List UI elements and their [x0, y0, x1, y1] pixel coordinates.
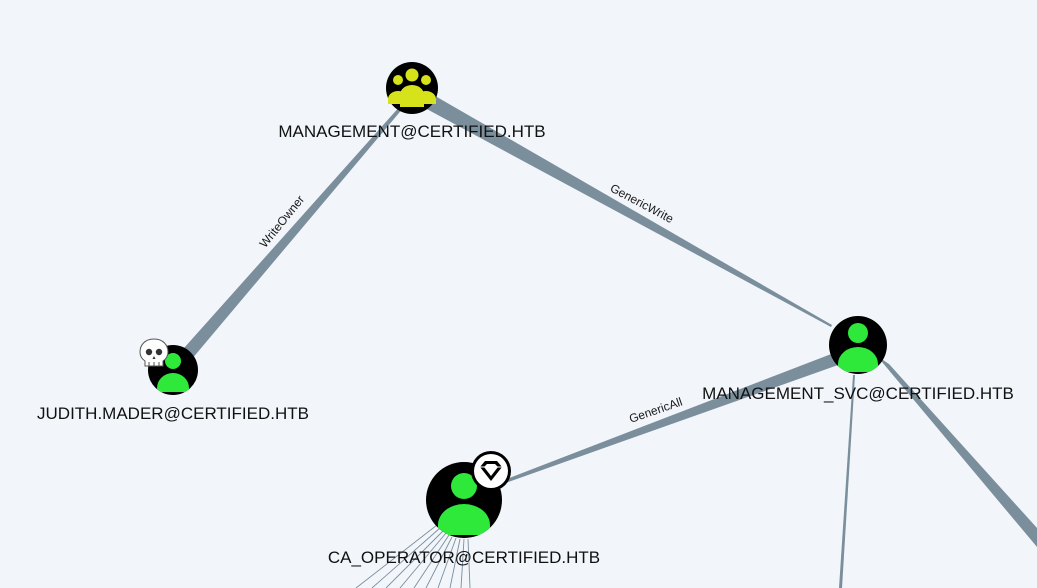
user-icon	[157, 353, 189, 392]
user-icon	[438, 473, 490, 535]
edge-svc-offscreen-right[interactable]	[877, 356, 1037, 547]
diamond-icon	[471, 451, 511, 491]
edge-fan-ca-operator	[355, 524, 471, 588]
skull-icon	[139, 338, 169, 367]
node-label-management-svc: MANAGEMENT_SVC@CERTIFIED.HTB	[702, 384, 1014, 403]
edge-write-owner[interactable]	[176, 105, 404, 366]
edge-labels-layer: WriteOwner GenericWrite GenericAll	[257, 181, 685, 426]
node-ca-operator[interactable]: CA_OPERATOR@CERTIFIED.HTB	[328, 451, 600, 567]
node-label-ca-operator: CA_OPERATOR@CERTIFIED.HTB	[328, 548, 600, 567]
edge-generic-write[interactable]	[423, 93, 832, 327]
group-icon	[388, 68, 436, 107]
node-label-judith-mader: JUDITH.MADER@CERTIFIED.HTB	[37, 404, 309, 423]
edges-layer	[176, 93, 1037, 588]
node-management[interactable]: MANAGEMENT@CERTIFIED.HTB	[278, 62, 546, 141]
node-label-management: MANAGEMENT@CERTIFIED.HTB	[278, 122, 545, 141]
edge-svc-offscreen-down[interactable]	[839, 375, 855, 588]
node-judith-mader[interactable]: JUDITH.MADER@CERTIFIED.HTB	[37, 338, 309, 423]
node-management-svc[interactable]: MANAGEMENT_SVC@CERTIFIED.HTB	[702, 316, 1014, 403]
edge-generic-all[interactable]	[478, 346, 855, 492]
user-icon	[838, 323, 878, 372]
